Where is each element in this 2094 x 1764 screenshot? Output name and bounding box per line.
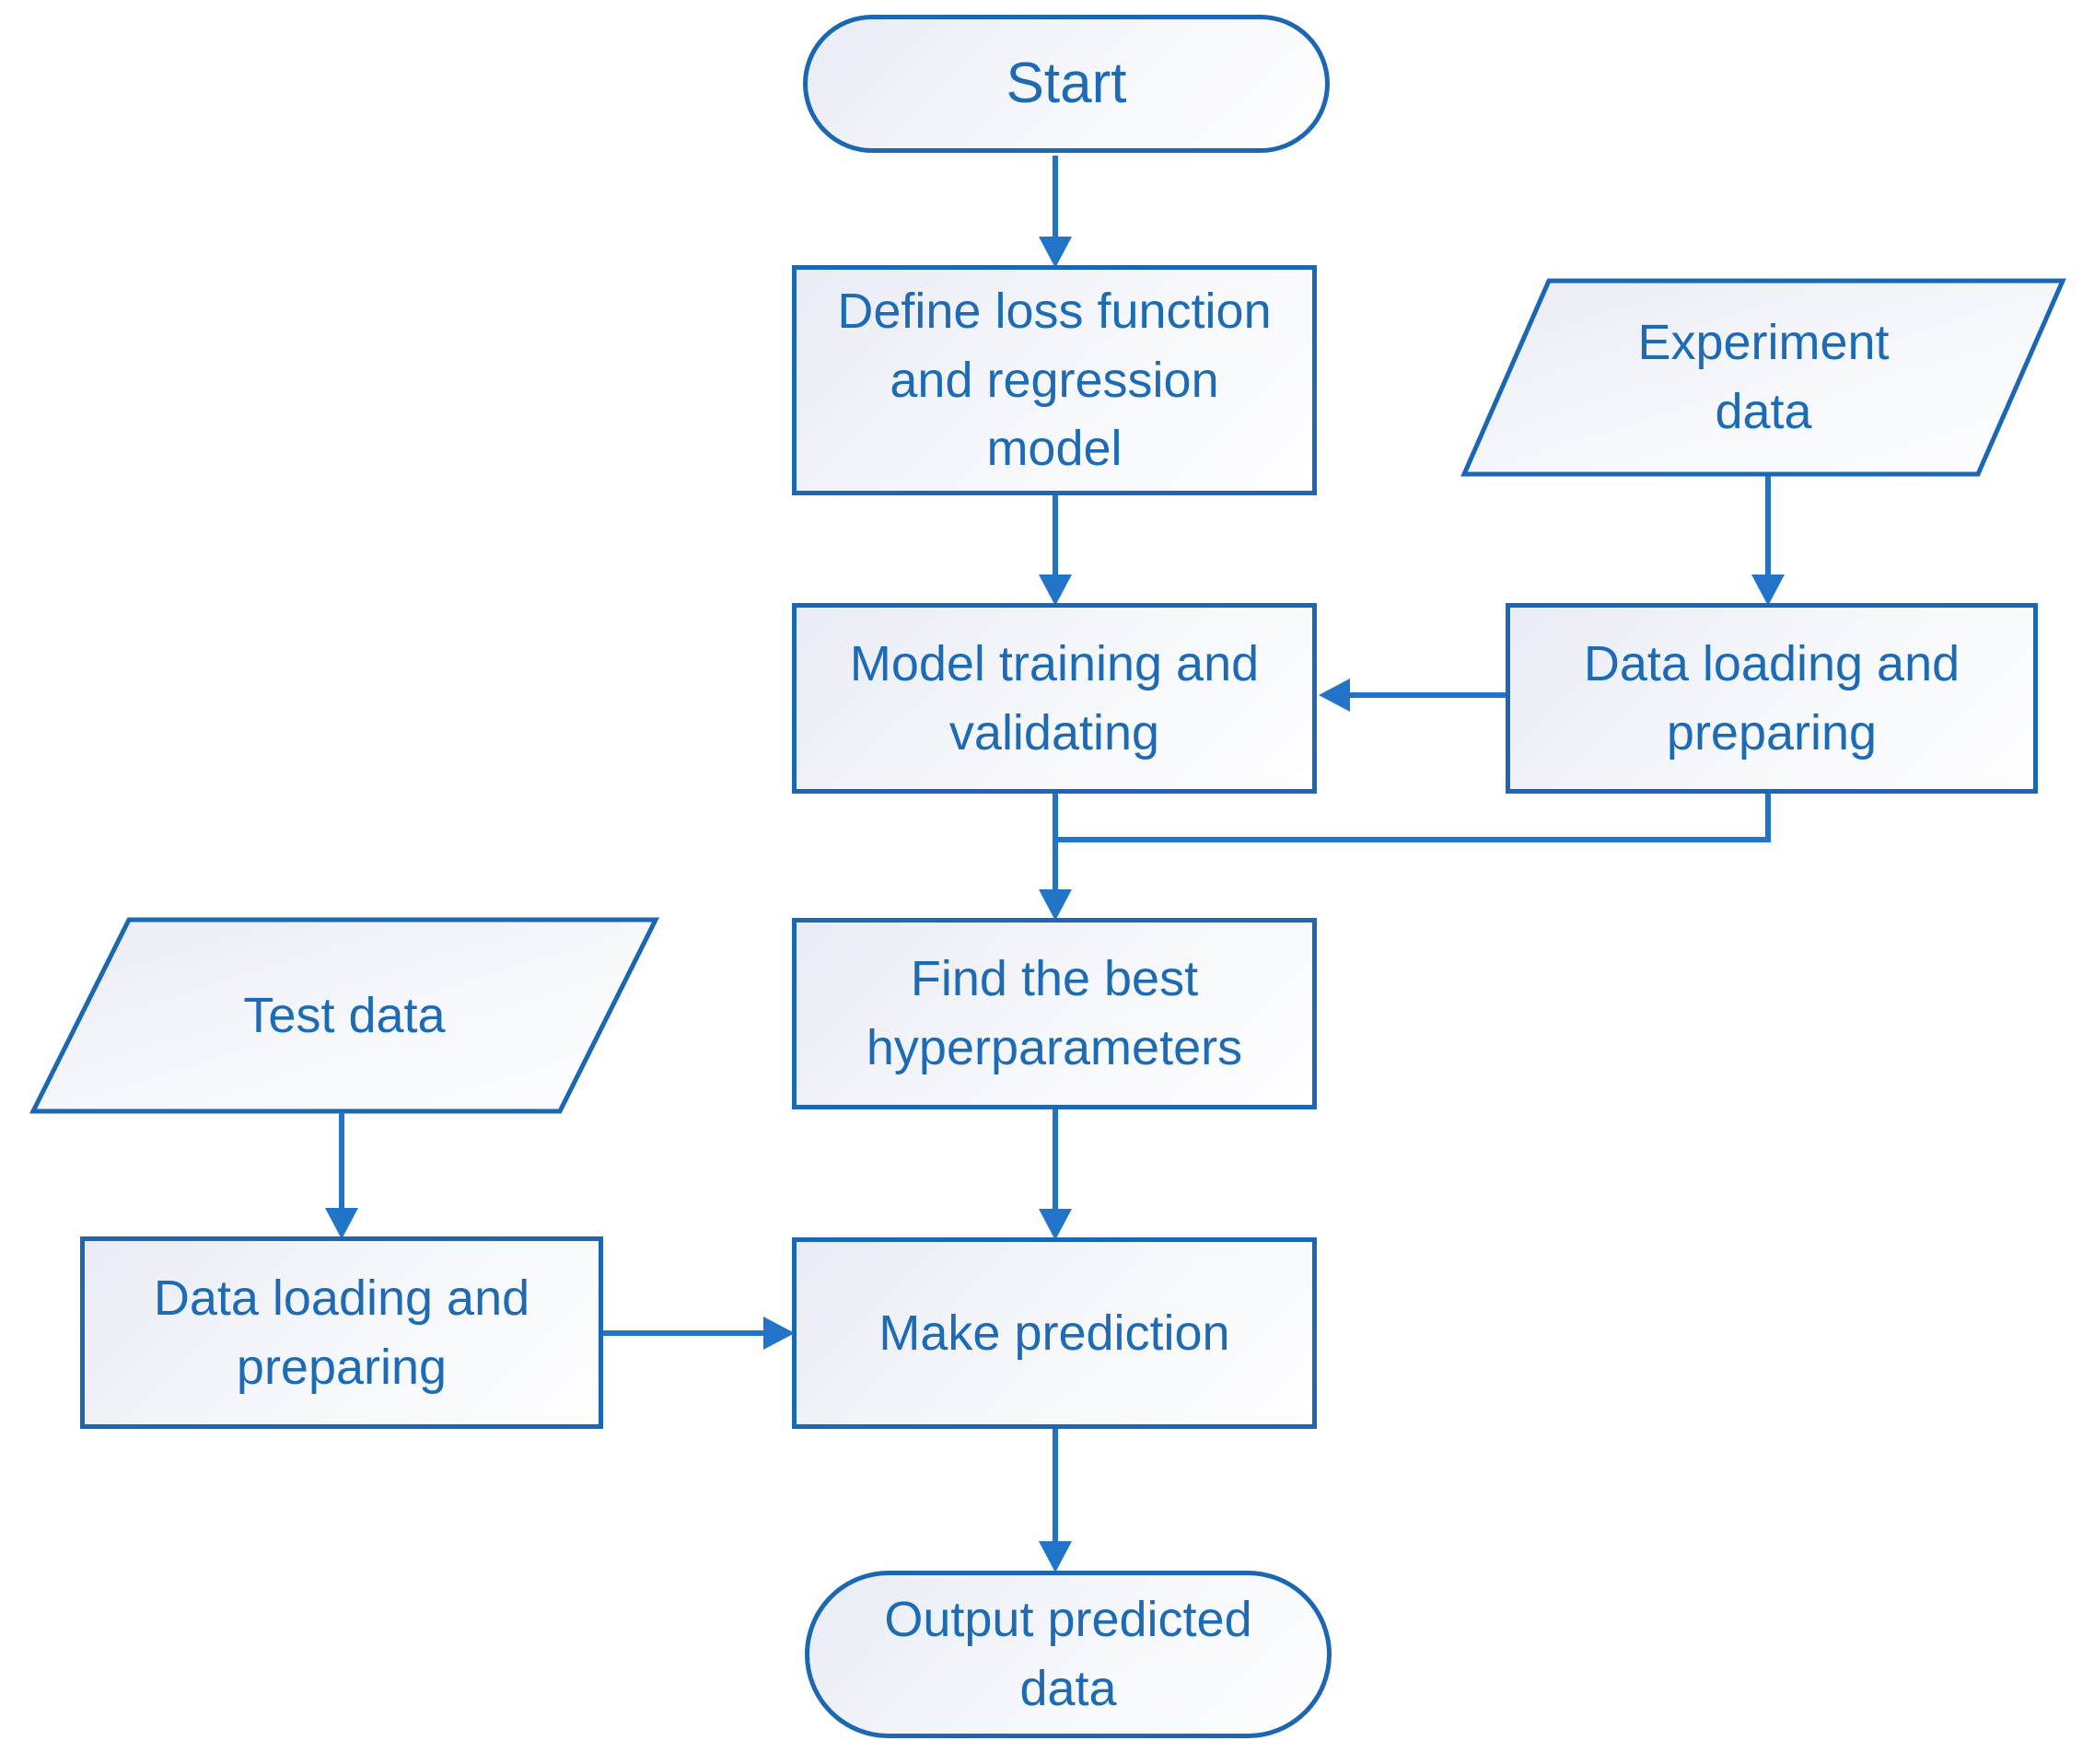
arrowhead-dataloading-to-make bbox=[763, 1317, 795, 1350]
node-output-predicted-data-label: Output predicted data bbox=[884, 1592, 1252, 1716]
node-find-hyperparameters-label: Find the best hyperparameters bbox=[866, 951, 1243, 1075]
arrowhead-define-to-model bbox=[1039, 574, 1072, 606]
node-start: Start bbox=[803, 15, 1330, 153]
arrowhead-start-to-define bbox=[1039, 237, 1072, 268]
arrowhead-test-to-dataloading bbox=[325, 1208, 358, 1239]
arrowhead-make-to-output bbox=[1039, 1541, 1072, 1573]
node-make-prediction-label: Make prediction bbox=[878, 1305, 1230, 1361]
node-model-training: Model training and validating bbox=[792, 603, 1317, 794]
node-data-loading-experiment: Data loading and preparing bbox=[1506, 603, 2038, 794]
arrowhead-dataloading-to-model bbox=[1319, 679, 1350, 712]
test-data-parallelogram bbox=[29, 917, 660, 1114]
node-define-loss-function: Define loss function and regression mode… bbox=[792, 265, 1317, 495]
arrowhead-experiment-to-dataloading bbox=[1751, 574, 1785, 606]
node-data-loading-test-label: Data loading and preparing bbox=[153, 1270, 530, 1395]
node-model-training-label: Model training and validating bbox=[849, 635, 1260, 760]
node-data-loading-test: Data loading and preparing bbox=[80, 1236, 603, 1429]
node-make-prediction: Make prediction bbox=[792, 1237, 1317, 1429]
line-dataloading-branch-to-find bbox=[1055, 794, 1771, 842]
node-data-loading-experiment-label: Data loading and preparing bbox=[1583, 635, 1960, 760]
node-define-loss-function-label: Define loss function and regression mode… bbox=[837, 284, 1272, 477]
arrowhead-model-to-find bbox=[1039, 889, 1072, 921]
node-start-label: Start bbox=[1006, 52, 1127, 116]
node-output-predicted-data: Output predicted data bbox=[805, 1571, 1332, 1738]
arrowhead-find-to-make bbox=[1039, 1209, 1072, 1240]
experiment-data-parallelogram bbox=[1460, 278, 2066, 477]
node-find-hyperparameters: Find the best hyperparameters bbox=[792, 918, 1317, 1109]
